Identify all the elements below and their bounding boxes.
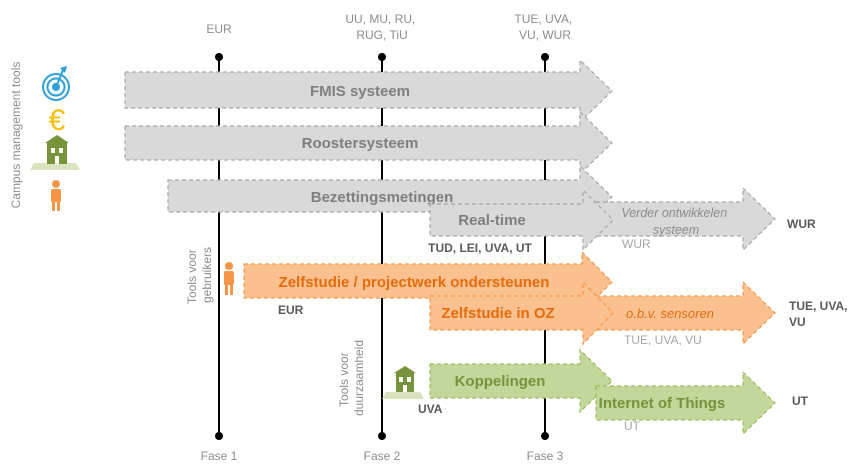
verder-below-label: WUR (622, 237, 651, 251)
verder-side-label: WUR (787, 217, 816, 231)
realtime-arrow: Real-time (429, 188, 614, 252)
sensoren-below-label: TUE, UVA, VU (624, 333, 702, 347)
fmis-arrow-label: FMIS systeem (310, 83, 410, 100)
zelfstudie-oz-arrow-label: Zelfstudie in OZ (441, 305, 554, 322)
phase-3-label: Fase 3 (527, 449, 564, 463)
realtime-arrow-label: Real-time (458, 212, 526, 229)
iot-below-label: UT (624, 419, 641, 433)
phase-1-label: Fase 1 (201, 449, 238, 463)
svg-text:€: € (49, 104, 66, 137)
iot-side-label: UT (792, 394, 809, 408)
realtime-unis-label: TUD, LEI, UVA, UT (428, 241, 532, 255)
verder-arrow: Verder ontwikkelen systeem (595, 186, 776, 252)
side-title: Campus management tools (9, 62, 23, 209)
koppelingen-building-icon (382, 366, 424, 399)
phase-2-top-label: UU, MU, RU, RUG, TiU (345, 12, 418, 42)
phase-2-label: Fase 2 (364, 449, 401, 463)
sensoren-arrow: o.b.v. sensoren (595, 280, 776, 346)
fmis-arrow: FMIS systeem (124, 58, 613, 124)
person-icon (51, 180, 61, 211)
koppelingen-below-label: UVA (418, 402, 443, 416)
euro-icon: € (49, 104, 66, 137)
sensoren-arrow-label: o.b.v. sensoren (626, 306, 714, 321)
koppelingen-arrow-label: Koppelingen (455, 373, 546, 390)
target-icon (42, 66, 70, 101)
phase-3-top-label: TUE, UVA, VU, WUR (514, 12, 575, 42)
sensoren-side-label: TUE, UVA, VU (789, 299, 851, 329)
iot-arrow-label: Internet of Things (599, 395, 726, 412)
users-group-label: Tools voor gebruikers (185, 246, 214, 304)
rooster-arrow: Roostersysteem (124, 110, 613, 176)
verder-arrow-label: Verder ontwikkelen systeem (621, 206, 730, 237)
zelfstudie-oz-arrow: Zelfstudie in OZ (429, 280, 614, 346)
user-person-icon (224, 262, 234, 295)
zelfstudie-below-label: EUR (278, 303, 304, 317)
iot-arrow: Internet of Things (595, 370, 776, 436)
building-icon (30, 135, 80, 170)
bezetting-arrow-label: Bezettingsmetingen (311, 189, 454, 206)
phase-1-top-label: EUR (206, 22, 232, 36)
zelfstudie-arrow-label: Zelfstudie / projectwerk ondersteunen (279, 274, 550, 291)
koppelingen-arrow: Koppelingen (429, 348, 613, 414)
rooster-arrow-label: Roostersysteem (302, 135, 419, 152)
sustainability-group-label: Tools voor duurzaamheid (337, 340, 366, 416)
